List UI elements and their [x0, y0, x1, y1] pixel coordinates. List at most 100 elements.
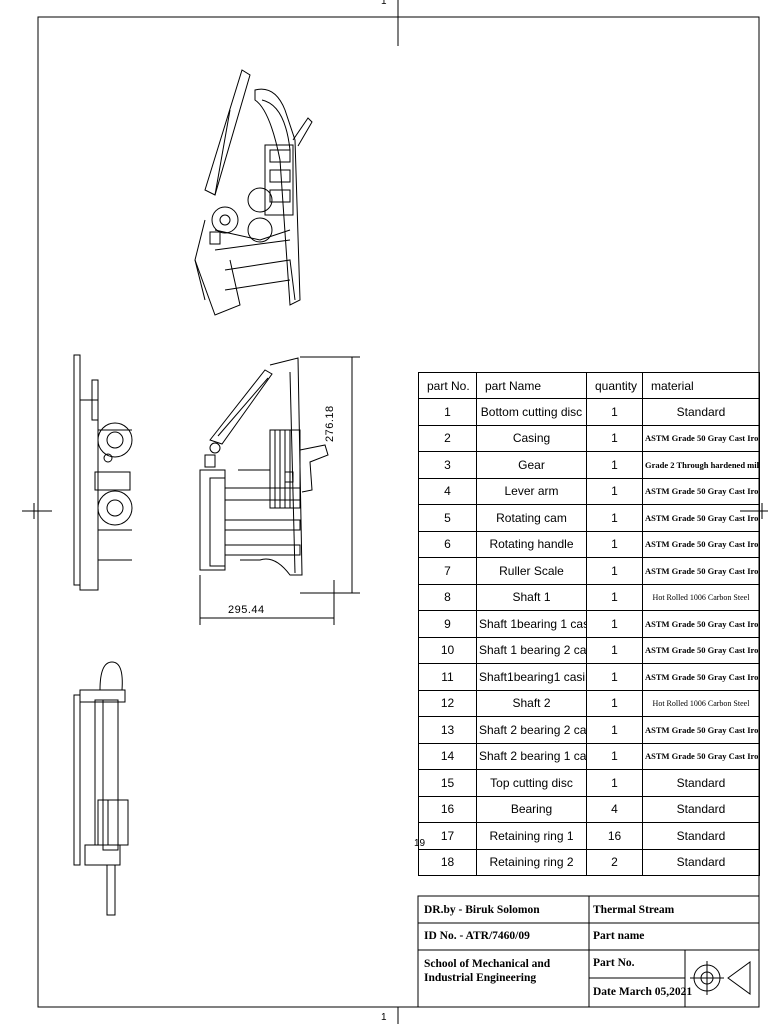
bom-cell-part-no: 7 [418, 557, 477, 585]
bom-cell-part-name: Bottom cutting disc [476, 398, 587, 426]
bom-cell-part-no: 13 [418, 716, 477, 744]
bom-cell-part-no: 2 [418, 424, 477, 452]
bom-cell-part-no: 10 [418, 636, 477, 664]
bom-cell-material: Standard [642, 822, 760, 850]
isometric-view [194, 69, 313, 316]
bom-header-material: material [642, 372, 760, 399]
bom-cell-part-name: Retaining ring 1 [476, 822, 587, 850]
bom-cell-material: ASTM Grade 50 Gray Cast Iron [642, 557, 760, 585]
bom-cell-part-name: Shaft 1 [476, 583, 587, 611]
bom-cell-part-no: 16 [418, 795, 477, 823]
bom-cell-material: Grade 2 Through hardened mild steel. [642, 451, 760, 479]
bom-cell-quantity: 1 [586, 530, 643, 558]
side-view [73, 354, 133, 591]
width-dimension [199, 575, 335, 625]
bom-cell-part-name: Lever arm [476, 477, 587, 505]
part-name-label: Part name [593, 930, 645, 942]
bom-cell-part-no: 12 [418, 689, 477, 717]
bom-cell-material: ASTM Grade 50 Gray Cast Iron [642, 663, 760, 691]
top-view [73, 661, 129, 916]
bom-cell-material: Hot Rolled 1006 Carbon Steel [642, 583, 760, 611]
bom-cell-part-name: Casing [476, 424, 587, 452]
bom-cell-quantity: 1 [586, 398, 643, 426]
bom-cell-part-name: Rotating handle [476, 530, 587, 558]
bom-cell-quantity: 1 [586, 557, 643, 585]
bom-cell-material: ASTM Grade 50 Gray Cast Iron [642, 742, 760, 770]
bom-cell-part-name: Retaining ring 2 [476, 848, 587, 876]
bom-cell-part-name: Bearing [476, 795, 587, 823]
bom-cell-material: ASTM Grade 50 Gray Cast Iron [642, 636, 760, 664]
bom-cell-quantity: 1 [586, 424, 643, 452]
drawn-by: DR.by - Biruk Solomon [424, 904, 540, 916]
bom-cell-part-no: 14 [418, 742, 477, 770]
bom-cell-quantity: 1 [586, 689, 643, 717]
bom-cell-part-name: Shaft1bearing1 casing pin [476, 663, 587, 691]
front-view [199, 357, 329, 576]
bom-cell-quantity: 16 [586, 822, 643, 850]
bottom-center-marker: 1 [381, 1012, 387, 1023]
bom-cell-part-no: 15 [418, 769, 477, 797]
bom-header-part-name: part Name [476, 372, 587, 399]
bom-cell-material: ASTM Grade 50 Gray Cast Iron [642, 504, 760, 532]
bom-cell-part-name: Shaft 1 bearing 2 casing [476, 636, 587, 664]
bom-cell-quantity: 2 [586, 848, 643, 876]
bom-cell-quantity: 1 [586, 769, 643, 797]
bom-cell-part-name: Shaft 2 [476, 689, 587, 717]
bom-cell-quantity: 4 [586, 795, 643, 823]
bom-cell-part-no: 11 [418, 663, 477, 691]
bom-cell-material: ASTM Grade 50 Gray Cast Iron [642, 424, 760, 452]
bom-cell-material: ASTM Grade 50 Gray Cast Iron [642, 477, 760, 505]
school-name: School of Mechanical and Industrial Engi… [424, 958, 551, 984]
id-number: ID No. - ATR/7460/09 [424, 930, 530, 942]
height-dimension [300, 356, 360, 594]
bom-cell-quantity: 1 [586, 583, 643, 611]
bom-cell-part-name: Shaft 2 bearing 2 casing [476, 716, 587, 744]
drawing-date: Date March 05,2021 [593, 986, 693, 998]
bom-cell-part-no: 1 [418, 398, 477, 426]
bom-cell-material: ASTM Grade 50 Gray Cast Iron [642, 716, 760, 744]
bom-header-row: part No. part Name quantity material [418, 372, 760, 399]
bom-cell-quantity: 1 [586, 504, 643, 532]
bom-cell-quantity: 1 [586, 716, 643, 744]
height-dimension-label: 276.18 [324, 405, 336, 442]
bom-cell-part-name: Shaft 2 bearing 1 casing [476, 742, 587, 770]
bom-header-quantity: quantity [586, 372, 643, 399]
bom-cell-part-no: 17 [418, 822, 477, 850]
bom-cell-part-no: 9 [418, 610, 477, 638]
bom-header-part-no: part No. [418, 372, 477, 399]
bom-cell-part-name: Ruller Scale [476, 557, 587, 585]
bom-cell-part-name: Rotating cam [476, 504, 587, 532]
bom-cell-part-no: 3 [418, 451, 477, 479]
bom-cell-part-name: Top cutting disc [476, 769, 587, 797]
bom-cell-material: Standard [642, 795, 760, 823]
bom-cell-part-name: Shaft 1bearing 1 casing [476, 610, 587, 638]
bom-cell-quantity: 1 [586, 663, 643, 691]
bom-cell-part-no: 4 [418, 477, 477, 505]
width-dimension-label: 295.44 [228, 604, 265, 616]
bom-cell-material: Hot Rolled 1006 Carbon Steel [642, 689, 760, 717]
bom-cell-material: Standard [642, 848, 760, 876]
bom-cell-quantity: 1 [586, 477, 643, 505]
bom-cell-quantity: 1 [586, 610, 643, 638]
part-number-label: Part No. [593, 957, 635, 969]
bom-cell-part-name: Gear [476, 451, 587, 479]
bom-cell-part-no: 5 [418, 504, 477, 532]
